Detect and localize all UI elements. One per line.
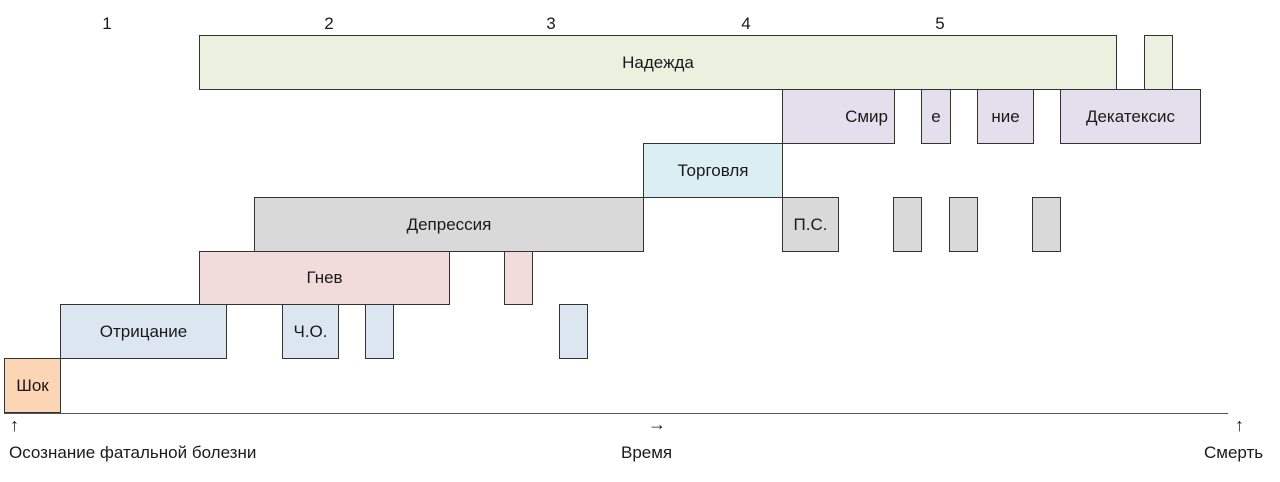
end-label: Смерть <box>1204 443 1264 462</box>
time-axis-line <box>4 413 1228 414</box>
phase-number-2: 2 <box>324 14 334 33</box>
time-label: Время <box>621 443 673 462</box>
denial-bar: Отрицание <box>60 304 227 359</box>
bargaining-bar: Торговля <box>643 143 783 198</box>
denial-fragment-1 <box>365 304 394 359</box>
hope-bar-fragment <box>1144 35 1173 90</box>
calm-bar-part-3: ние <box>977 89 1034 144</box>
calm-bar-part-1: Смир <box>782 89 895 144</box>
denial-fragment-2 <box>559 304 588 359</box>
depression-fragment-2 <box>949 197 978 252</box>
start-arrow-icon: ↑ <box>10 415 19 435</box>
depression-fragment-3 <box>1032 197 1061 252</box>
cho-bar: Ч.О. <box>282 304 339 359</box>
phase-number-4: 4 <box>741 14 751 33</box>
anger-fragment <box>504 251 533 305</box>
phase-number-5: 5 <box>935 14 945 33</box>
depression-bar: Депрессия <box>254 197 644 252</box>
depression-fragment-1 <box>893 197 922 252</box>
phase-number-3: 3 <box>546 14 556 33</box>
anger-bar: Гнев <box>199 251 450 305</box>
decathexis-bar: Декатексис <box>1060 89 1201 144</box>
phase-number-1: 1 <box>102 14 112 33</box>
end-arrow-icon: ↑ <box>1235 415 1244 435</box>
hope-bar: Надежда <box>199 35 1117 90</box>
start-label: Осознание фатальной болезни <box>9 443 257 462</box>
ps-bar: П.С. <box>782 197 839 252</box>
time-arrow-icon: → <box>648 414 666 434</box>
shock-bar: Шок <box>4 358 61 413</box>
calm-bar-part-2: е <box>921 89 951 144</box>
